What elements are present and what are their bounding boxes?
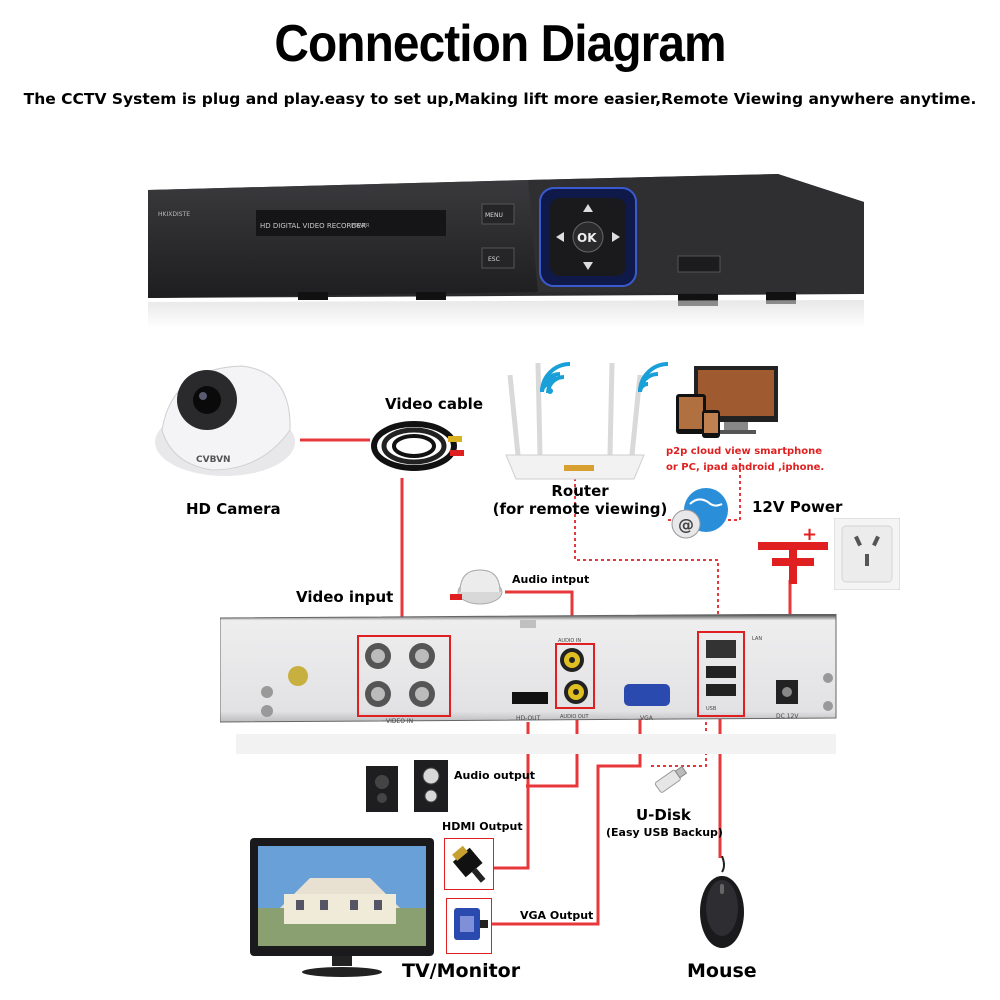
audio-input-label: Audio intput (512, 573, 590, 586)
wifi-icon (638, 362, 669, 393)
hdmi-port (512, 692, 548, 704)
page-subtitle: The CCTV System is plug and play.easy to… (23, 90, 977, 108)
camera-brand: CVBVN (196, 455, 231, 465)
dvr-back-panel: VIDEO IN AUDIO IN AUDIO OUT HD-OUT VGA L… (220, 614, 837, 725)
router-icon (505, 362, 645, 480)
hdmi-cable-icon (444, 838, 494, 890)
page-title: Connection Diagram (274, 15, 726, 73)
dvr-power-label: POWER (351, 223, 370, 229)
mouse-icon (700, 856, 744, 948)
remote-line1: p2p cloud view smartphone (666, 446, 823, 457)
line-usb-udisk (650, 710, 707, 767)
audio-output-label: Audio output (454, 769, 535, 782)
video-cable-label: Video cable (385, 395, 483, 413)
hd-camera-label: HD Camera (186, 500, 281, 518)
menu-button: MENU (485, 212, 503, 219)
audio-in-port-label: AUDIO IN (558, 638, 581, 644)
video-cable-icon (371, 421, 464, 471)
lan-port (706, 640, 736, 658)
router-label-line2: (for remote viewing) (492, 500, 668, 518)
line-router-lan (574, 478, 719, 630)
usb-port-label: USB (706, 706, 717, 712)
dvr-front-unit: HD DIGITAL VIDEO RECORDER POWER HKIXDIST… (148, 174, 864, 328)
video-input-label: Video input (296, 588, 394, 606)
hdmi-output-label: HDMI Output (442, 820, 523, 833)
dc-port-label: DC 12V (776, 713, 799, 720)
bnc-port-4 (409, 681, 435, 707)
hd-out-port-label: HD-OUT (516, 715, 541, 722)
dvr-back-reflection (236, 734, 836, 754)
wall-socket-icon (834, 518, 900, 590)
power-plus: + (802, 524, 817, 545)
wifi-icon-router (540, 362, 571, 393)
usb-port-2 (706, 684, 736, 696)
router-label-line1: Router (551, 482, 609, 500)
vga-port-label: VGA (640, 715, 654, 722)
bnc-port-3 (365, 681, 391, 707)
vga-cable-icon (446, 898, 492, 954)
audio-in-port (560, 648, 584, 672)
usb-port-1 (706, 666, 736, 678)
svg-text:@: @ (678, 515, 694, 534)
dvr-panel-label: HD DIGITAL VIDEO RECORDER (260, 222, 366, 230)
power-label: 12V Power (752, 498, 843, 516)
esc-button: ESC (488, 256, 500, 263)
mouse-label: Mouse (687, 960, 757, 982)
monitor-icon (250, 838, 434, 977)
power-symbol-icon: + (758, 524, 828, 584)
dvr-brand: HKIXDISTE (158, 211, 190, 218)
usb-drive-icon (654, 766, 688, 793)
monitor-label: TV/Monitor (402, 960, 521, 982)
remote-line2: or PC, ipad android ,iphone. (666, 462, 825, 473)
hd-camera-icon: CVBVN (155, 365, 295, 476)
udisk-sublabel: (Easy USB Backup) (606, 826, 723, 839)
remote-devices-icon (676, 366, 778, 438)
cloud-globe-icon: @ (671, 488, 728, 539)
audio-out-port (564, 680, 588, 704)
udisk-label: U-Disk (636, 806, 691, 824)
microphone-icon (450, 569, 503, 605)
bnc-port-1 (365, 643, 391, 669)
line-hdmi (494, 722, 530, 870)
speakers-icon (366, 760, 448, 812)
ok-button: OK (577, 231, 597, 245)
vga-port (624, 684, 670, 706)
bnc-port-2 (409, 643, 435, 669)
video-in-port-label: VIDEO IN (386, 718, 413, 725)
lan-port-label: LAN (752, 636, 762, 642)
router-label: Router (for remote viewing) (480, 482, 680, 518)
audio-out-port-label: AUDIO OUT (560, 714, 590, 720)
vga-output-label: VGA Output (520, 909, 594, 922)
